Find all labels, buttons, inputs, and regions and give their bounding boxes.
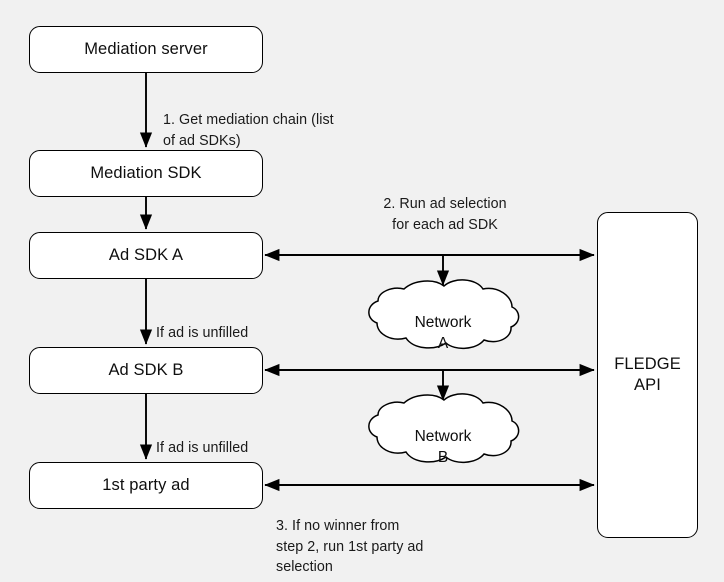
network-a-cloud-icon bbox=[368, 279, 520, 349]
node-mediation-sdk-label: Mediation SDK bbox=[90, 164, 202, 183]
edge-label-unfilled-a-text: If ad is unfilled bbox=[156, 325, 249, 342]
edge-label-step-1: 1. Get mediation chain (list of ad SDKs) bbox=[163, 90, 379, 151]
edge-label-step-3: 3. If no winner from step 2, run 1st par… bbox=[276, 496, 496, 577]
edge-label-step-1-text: 1. Get mediation chain (list of ad SDKs) bbox=[163, 112, 334, 149]
edge-label-step-2-text: 2. Run ad selection for each ad SDK bbox=[383, 196, 507, 233]
node-first-party-ad[interactable]: 1st party ad bbox=[29, 462, 263, 509]
node-mediation-sdk[interactable]: Mediation SDK bbox=[29, 150, 263, 197]
edge-label-step-2: 2. Run ad selection for each ad SDK bbox=[350, 174, 540, 235]
edge-label-unfilled-b: If ad is unfilled bbox=[156, 418, 336, 459]
edge-label-step-3-text: 3. If no winner from step 2, run 1st par… bbox=[276, 518, 424, 575]
node-first-party-ad-label: 1st party ad bbox=[102, 476, 190, 495]
node-fledge-api-label: FLEDGE API bbox=[614, 354, 681, 394]
node-fledge-api[interactable]: FLEDGE API bbox=[597, 212, 698, 538]
network-b-cloud-icon bbox=[368, 393, 520, 463]
edge-label-unfilled-a: If ad is unfilled bbox=[156, 303, 336, 344]
node-mediation-server-label: Mediation server bbox=[84, 40, 208, 59]
node-ad-sdk-a-label: Ad SDK A bbox=[108, 246, 184, 265]
node-mediation-server[interactable]: Mediation server bbox=[29, 26, 263, 73]
node-ad-sdk-a[interactable]: Ad SDK A bbox=[29, 232, 263, 279]
node-ad-sdk-b[interactable]: Ad SDK B bbox=[29, 347, 263, 394]
edge-label-unfilled-b-text: If ad is unfilled bbox=[156, 440, 249, 457]
node-ad-sdk-b-label: Ad SDK B bbox=[108, 361, 184, 380]
